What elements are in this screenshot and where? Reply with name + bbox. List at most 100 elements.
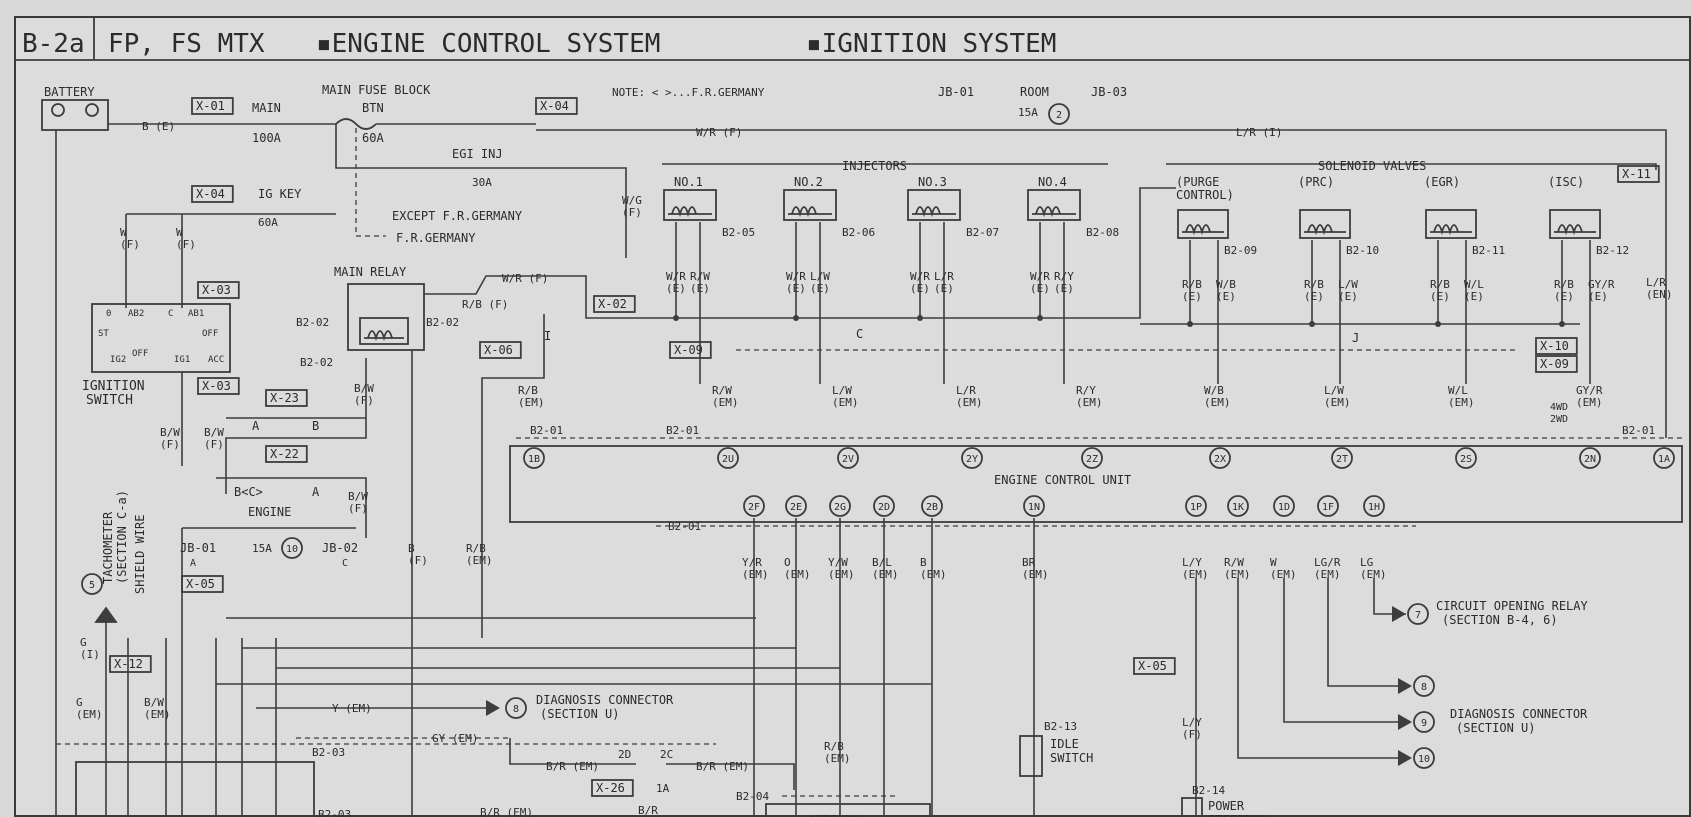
b2-01-a: B2-01	[530, 424, 563, 437]
solenoid-2-label: (PRC)	[1298, 175, 1334, 189]
ecu-pin-2F-circle	[743, 495, 765, 517]
engine-fuse-label: ENGINE	[248, 505, 291, 519]
tachometer-num-circle	[81, 573, 103, 595]
power-steering-switch-icon	[1181, 797, 1203, 817]
ecu-top-wire-6: L/W(EM)	[1324, 384, 1351, 409]
conn-x03-box	[197, 281, 240, 299]
a1: A	[252, 419, 260, 433]
injectors-label: INJECTORS	[842, 159, 907, 173]
wire-w-f-1: W(F)	[120, 226, 140, 251]
solenoid-3-label: (EGR)	[1424, 175, 1460, 189]
wire	[335, 124, 456, 169]
ecu-top-wire-4: R/Y(EM)	[1076, 384, 1103, 409]
b2-04: B2-04	[736, 790, 769, 803]
b2-03-b: B2-03	[318, 808, 351, 817]
battery-icon	[41, 99, 109, 131]
cor-num: 7	[1415, 610, 1421, 621]
ecu-pin-1H: 1H	[1368, 502, 1380, 513]
jb01-ig: JB-01	[180, 541, 216, 555]
conn-x23-box	[265, 389, 308, 407]
ecu-pin-2X: 2X	[1214, 454, 1226, 465]
main-relay-icon	[347, 283, 425, 351]
splice-dot	[1187, 321, 1193, 327]
wire-w-f-2: W(F)	[176, 226, 196, 251]
ecu-box	[509, 445, 1683, 523]
conn-x06: X-06	[484, 343, 513, 357]
b2-01-b: B2-01	[666, 424, 699, 437]
ecu-pin-1A: 1A	[1658, 454, 1670, 465]
ecu-pin-2Y: 2Y	[966, 454, 978, 465]
label-4wd: 4WD	[1550, 402, 1568, 413]
a2: A	[312, 485, 320, 499]
ig-key-amp: 60A	[258, 216, 278, 229]
splice-dot	[793, 315, 799, 321]
splice-j: J	[1352, 331, 1359, 345]
idle-switch-1: IDLE	[1050, 737, 1079, 751]
ignition-pin-label: ACC	[208, 355, 224, 365]
ignition-pin-label: OFF	[202, 329, 218, 339]
wire	[1283, 578, 1400, 723]
ignition-pin-label: 0	[106, 309, 111, 319]
wire	[424, 275, 536, 295]
jb02-ig: JB-02	[322, 541, 358, 555]
conn-x01-box	[191, 97, 234, 115]
wire-br-em-3: B/R (EM)	[480, 806, 533, 817]
ecu-top-wire-1: R/W(EM)	[712, 384, 739, 409]
ignition-pin-label: C	[168, 309, 173, 319]
cor-label: CIRCUIT OPENING RELAY	[1436, 599, 1588, 613]
ecu-pin-1N: 1N	[1028, 502, 1040, 513]
wire-bw-f-4: B/W(F)	[348, 490, 368, 515]
injector-1-label: NO.1	[674, 175, 703, 189]
solenoid-4-w1: R/B(E)	[1554, 278, 1574, 303]
pin-2d: 2D	[618, 748, 631, 761]
ecu-pin-2D: 2D	[878, 502, 890, 513]
conn-x09-box	[669, 341, 712, 359]
igniter-box	[75, 761, 315, 817]
engine-fuse-amp: 15A	[252, 542, 272, 555]
injector-2-w2: L/W(E)	[810, 270, 830, 295]
conn-x03b-box	[197, 377, 240, 395]
room-amp: 15A	[1018, 106, 1038, 119]
b2-01-c: B2-01	[1622, 424, 1655, 437]
ecu-pin-2G-circle	[829, 495, 851, 517]
solenoid-1-icon	[1177, 209, 1229, 239]
solenoid-4-icon-winding	[1554, 224, 1596, 236]
injector-3-w2: L/R(E)	[934, 270, 954, 295]
tachometer-arrow-icon	[94, 606, 118, 623]
injector-1-icon	[663, 189, 717, 221]
wire	[1373, 578, 1406, 615]
ecu-pin-1B-circle	[523, 447, 545, 469]
splice-dot	[1309, 321, 1315, 327]
ecu-pin-1F: 1F	[1322, 502, 1334, 513]
splice-dot	[1037, 315, 1043, 321]
ecu-pin-2U: 2U	[722, 454, 734, 465]
conn-x09b-box	[1535, 355, 1578, 373]
ecu-pin-2G: 2G	[834, 502, 846, 513]
solenoid-3-w2: W/L(E)	[1464, 278, 1484, 303]
tachometer-section: (SECTION C-a)	[115, 490, 129, 584]
conn-x04: X-04	[540, 99, 569, 113]
diag2-num-0-circle	[1413, 675, 1435, 697]
injector-4-icon-winding	[1032, 206, 1076, 218]
ecu-pin-2V-circle	[837, 447, 859, 469]
splice-c: C	[856, 327, 863, 341]
solenoid-4-w2: GY/R(E)	[1588, 278, 1615, 303]
injector-4-w1: W/R(E)	[1030, 270, 1050, 295]
injector-3-icon-winding	[912, 206, 956, 218]
relay-wire-rb-f: R/B (F)	[462, 298, 508, 311]
ecu-top-wire-8: GY/R(EM)	[1576, 384, 1603, 409]
section-code: B-2a	[22, 29, 85, 59]
solenoid-4-conn: B2-12	[1596, 244, 1629, 257]
airflow-label: AIRFLOW	[808, 813, 859, 817]
ecu-bottom-wire-3-4: LG(EM)	[1360, 556, 1387, 581]
cor-num-circle	[1407, 603, 1429, 625]
injector-1-w1: W/R(E)	[666, 270, 686, 295]
ecu-pin-1N-circle	[1023, 495, 1045, 517]
conn-x23: X-23	[270, 391, 299, 405]
ecu-pin-1K: 1K	[1232, 502, 1244, 513]
main-relay-coil	[359, 317, 409, 345]
ecu-pin-1K-circle	[1227, 495, 1249, 517]
